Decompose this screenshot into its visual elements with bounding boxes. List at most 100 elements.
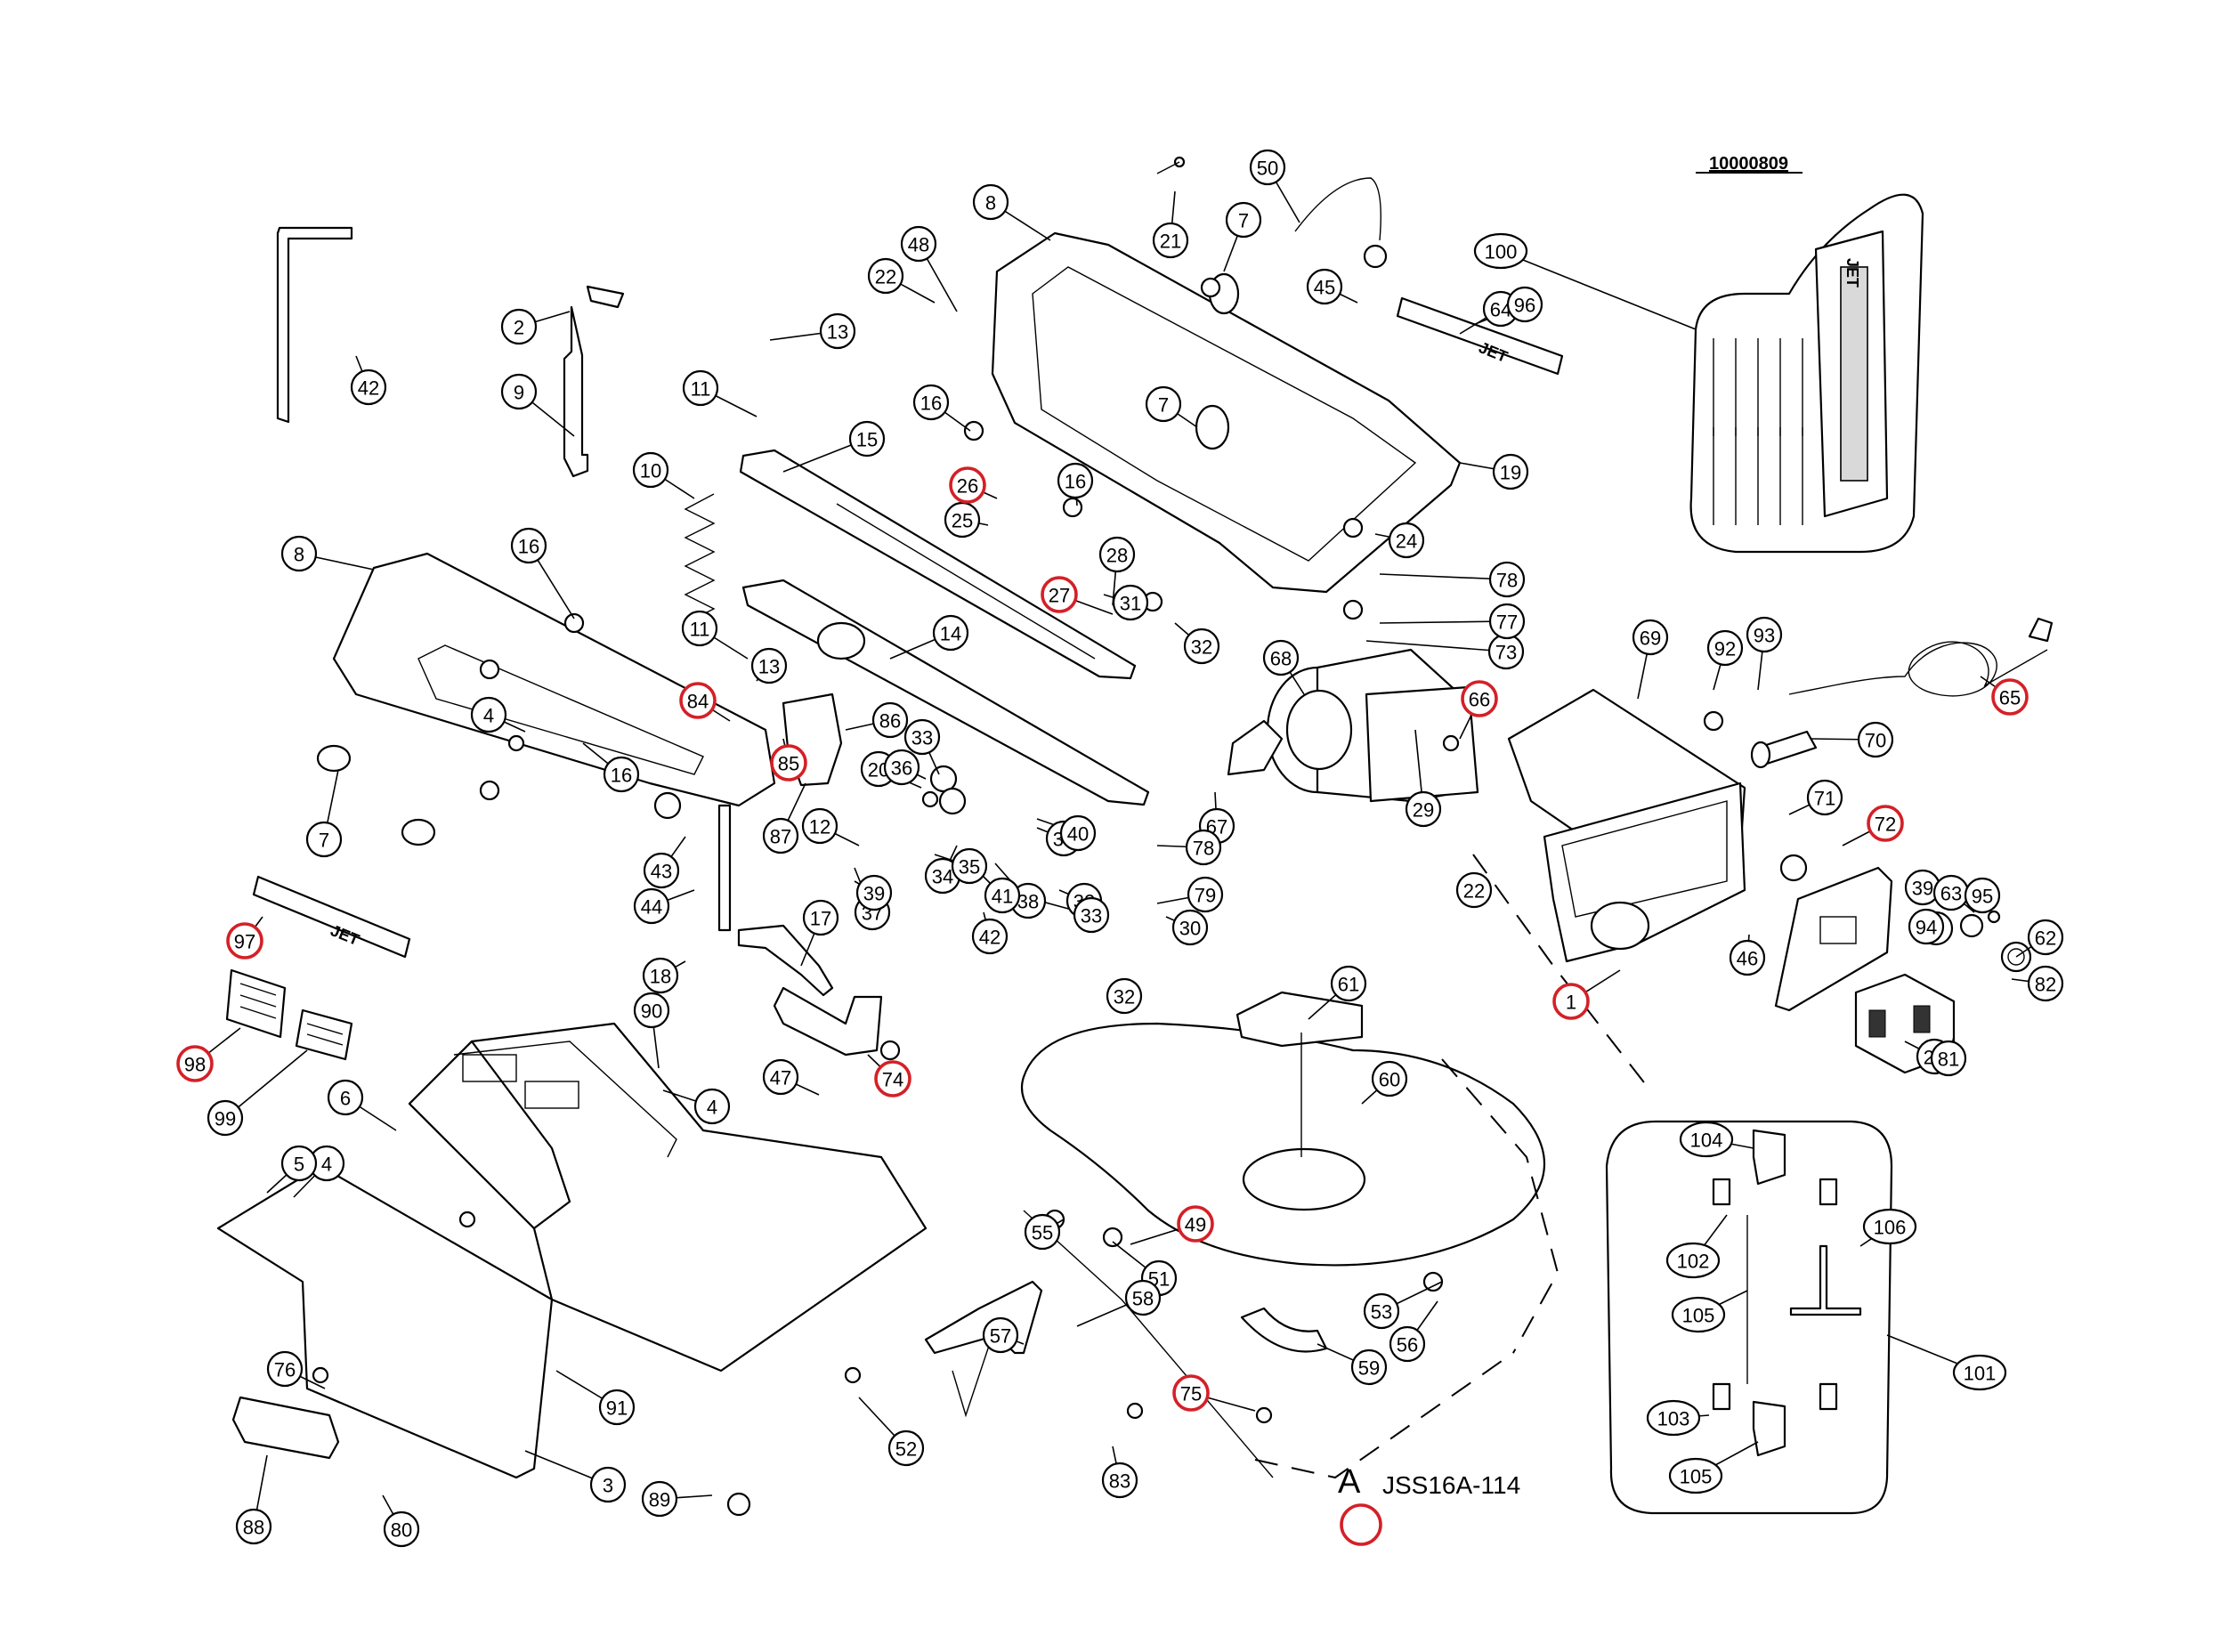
callout-number: 56 (1397, 1334, 1418, 1356)
callout-circle (1806, 779, 1843, 816)
callout-number: 70 (1865, 730, 1886, 752)
callout-number: 106 (1874, 1217, 1907, 1239)
callout-number: 50 (1257, 158, 1278, 180)
callout-number: 15 (856, 429, 878, 451)
callout-circle (633, 992, 670, 1029)
callout-number: 81 (1938, 1049, 1959, 1071)
callout-number: 105 (1682, 1305, 1715, 1327)
callout-circle (1455, 871, 1493, 909)
callout-50: 50 (1249, 149, 1286, 186)
callout-number: 53 (1371, 1301, 1392, 1324)
callout-70: 70 (1857, 721, 1894, 758)
callout-39: 39 (855, 874, 893, 911)
callout-number: 8 (294, 544, 304, 566)
callout-number: 16 (611, 765, 632, 787)
callout-11: 11 (682, 369, 719, 407)
callout-circle (1187, 876, 1224, 913)
callout-57: 57 (982, 1316, 1019, 1354)
lever-part (737, 924, 834, 997)
callout-number: 105 (1680, 1466, 1713, 1488)
callout-number: 42 (358, 377, 379, 400)
callout-92: 92 (1706, 629, 1744, 667)
saw-table-part (1020, 1022, 1546, 1267)
callout-53: 53 (1363, 1292, 1400, 1330)
callout-circle (1350, 1348, 1388, 1386)
callout-number: 98 (184, 1054, 206, 1076)
shaft-part (717, 804, 732, 932)
callout-circle (1330, 965, 1367, 1002)
callout-79: 79 (1187, 876, 1224, 913)
callout-circle (1059, 814, 1097, 852)
callout-number: 45 (1314, 277, 1335, 299)
callout-82: 82 (2027, 965, 2064, 1002)
callout-number: 2 (514, 317, 524, 339)
callout-22: 22 (1455, 871, 1493, 909)
callout-43: 43 (643, 852, 680, 889)
callout-circle (1729, 939, 1766, 976)
callout-91: 91 (598, 1389, 636, 1426)
leader-lines (194, 166, 2046, 1530)
callout-number: 75 (1180, 1383, 1202, 1405)
callout-number: 92 (1714, 638, 1736, 660)
callout-1-highlighted: 1 (1552, 983, 1590, 1020)
callout-95: 95 (1964, 877, 2001, 914)
callout-9: 9 (500, 373, 538, 410)
callout-105: 105 (1671, 1296, 1726, 1333)
callout-layer: 1234445677788910111112131314151616161617… (176, 149, 2064, 1548)
callout-circle (932, 614, 969, 652)
callout-number: 94 (1916, 917, 1937, 939)
callout-27-highlighted: 27 (1041, 576, 1078, 613)
callout-21: 21 (1152, 222, 1189, 259)
drawing-number: 10000809 (1709, 154, 1788, 174)
callout-7: 7 (1225, 201, 1262, 239)
callout-61: 61 (1330, 965, 1367, 1002)
callout-circle (762, 817, 799, 854)
callout-93: 93 (1746, 616, 1783, 653)
legend-red-circle (1340, 1503, 1382, 1546)
callout-number: 4 (707, 1097, 717, 1119)
accessory-kit-part (1605, 1120, 1893, 1515)
callout-circle (226, 922, 263, 960)
callout-circle (1101, 1462, 1138, 1499)
callout-number: 62 (2035, 927, 2056, 950)
callout-number: 19 (1500, 462, 1521, 484)
callout-90: 90 (633, 992, 670, 1029)
callout-number: 44 (641, 896, 662, 919)
callout-circle (207, 1099, 244, 1137)
callout-98-highlighted: 98 (176, 1045, 214, 1082)
label-strip-part (252, 875, 411, 959)
callout-circle (641, 1480, 678, 1518)
callout-49-highlighted: 49 (1177, 1205, 1214, 1243)
callout-104: 104 (1679, 1121, 1734, 1158)
callout-circle (848, 420, 886, 458)
callout-6: 6 (327, 1079, 364, 1116)
callout-number: 4 (483, 705, 494, 727)
callout-circle (871, 701, 909, 739)
callout-number: 27 (1049, 585, 1070, 607)
callout-7: 7 (1145, 385, 1182, 423)
callout-circle (1492, 453, 1529, 490)
warning-label-part (225, 968, 287, 1039)
callout-circle (903, 718, 941, 756)
callout-circle (802, 899, 839, 936)
callout-number: 66 (1469, 689, 1490, 711)
callout-circle (1262, 639, 1300, 676)
callout-number: 39 (863, 883, 885, 905)
callout-circle (1746, 616, 1783, 653)
callout-circle (874, 1060, 911, 1097)
callout-circle (1225, 201, 1262, 239)
callout-circle (1506, 286, 1543, 323)
callout-circle (801, 807, 838, 845)
callout-83: 83 (1101, 1462, 1138, 1499)
handle-part (231, 1396, 340, 1460)
callout-circle (280, 1145, 318, 1182)
callout-circle (681, 610, 718, 647)
callout-14: 14 (932, 614, 969, 652)
callout-circle (500, 373, 538, 410)
callout-62: 62 (2027, 919, 2064, 956)
callout-73: 73 (1487, 633, 1525, 670)
callout-8: 8 (972, 183, 1009, 221)
callout-number: 24 (1396, 530, 1417, 553)
callout-number: 5 (294, 1154, 304, 1176)
callout-circle (1646, 1399, 1701, 1437)
